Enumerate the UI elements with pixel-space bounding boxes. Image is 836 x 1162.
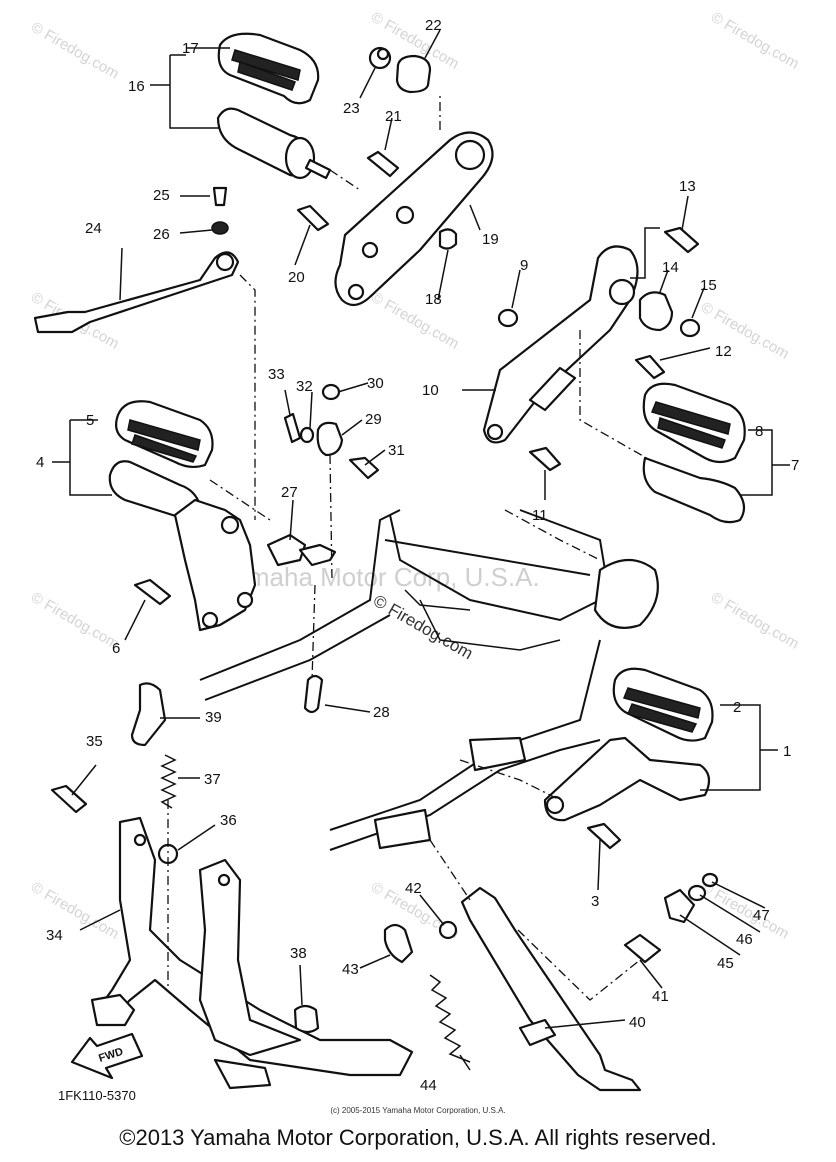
callout-34: 34 <box>46 927 63 944</box>
callout-6: 6 <box>112 640 120 657</box>
watermark: © Firedog.com <box>28 19 122 83</box>
callout-10: 10 <box>422 382 439 399</box>
callout-23: 23 <box>343 100 360 117</box>
rear-bracket-right <box>334 131 494 307</box>
rear-left-footrest <box>216 32 332 180</box>
right-bushings <box>497 291 701 338</box>
part-code: 1FK110-5370 <box>58 1088 136 1103</box>
callout-37: 37 <box>204 771 221 788</box>
callout-42: 42 <box>405 880 422 897</box>
callout-43: 43 <box>342 961 359 978</box>
leader-lines <box>52 29 790 1071</box>
bolts-top <box>211 150 700 472</box>
callout-41: 41 <box>652 988 669 1005</box>
watermark-center: Yamaha Motor Corp, U.S.A. <box>218 562 540 592</box>
callout-46: 46 <box>736 931 753 948</box>
callout-26: 26 <box>153 226 170 243</box>
callout-5: 5 <box>86 412 94 429</box>
callout-24: 24 <box>85 220 102 237</box>
fwd-arrow: FWD <box>70 1032 144 1080</box>
callout-35: 35 <box>86 733 103 750</box>
callout-33: 33 <box>268 366 285 383</box>
watermark: © Firedog.com <box>698 299 792 363</box>
callout-labels: 1 2 3 4 5 6 7 8 9 10 11 12 13 14 15 16 1… <box>36 17 799 1094</box>
bushings-top <box>368 46 432 94</box>
left-front-footrest <box>108 400 214 520</box>
frame <box>199 509 659 851</box>
center-stand <box>90 816 414 1090</box>
watermark: © Firedog.com <box>28 879 122 943</box>
left-front-bracket <box>133 498 257 632</box>
callout-4: 4 <box>36 454 44 471</box>
right-footrest <box>642 382 746 524</box>
callout-19: 19 <box>482 231 499 248</box>
callout-40: 40 <box>629 1014 646 1031</box>
watermark: © Firedog.com <box>28 589 122 653</box>
stand-small-parts <box>50 682 320 1034</box>
callout-38: 38 <box>290 945 307 962</box>
callout-17: 17 <box>182 40 199 57</box>
callout-13: 13 <box>679 178 696 195</box>
callout-14: 14 <box>662 259 679 276</box>
callout-29: 29 <box>365 411 382 428</box>
assembly-lines <box>167 95 651 1001</box>
callout-9: 9 <box>520 257 528 274</box>
callout-44: 44 <box>420 1077 437 1094</box>
watermark: © Firedog.com <box>368 289 462 353</box>
copyright-footer: ©2013 Yamaha Motor Corporation, U.S.A. A… <box>119 1125 717 1150</box>
side-stand <box>383 872 719 1092</box>
callout-16: 16 <box>128 78 145 95</box>
callout-32: 32 <box>296 378 313 395</box>
callout-11: 11 <box>532 507 548 524</box>
callout-31: 31 <box>388 442 405 459</box>
watermark: © Firedog.com <box>708 589 802 653</box>
callout-25: 25 <box>153 187 170 204</box>
callout-47: 47 <box>753 907 770 924</box>
callout-2: 2 <box>733 699 741 716</box>
callout-30: 30 <box>367 375 384 392</box>
callout-27: 27 <box>281 484 298 501</box>
callout-15: 15 <box>700 277 717 294</box>
small-copyright: (c) 2005-2015 Yamaha Motor Corporation, … <box>330 1106 506 1115</box>
callout-18: 18 <box>425 291 442 308</box>
callout-3: 3 <box>591 893 599 910</box>
callout-12: 12 <box>715 343 732 360</box>
callout-28: 28 <box>373 704 390 721</box>
callout-39: 39 <box>205 709 222 726</box>
callout-7: 7 <box>791 457 799 474</box>
callout-8: 8 <box>755 423 763 440</box>
watermark-dark: © Firedog.com <box>370 591 476 663</box>
callout-22: 22 <box>425 17 442 34</box>
callout-45: 45 <box>717 955 734 972</box>
front-right-bracket <box>482 245 639 444</box>
callout-21: 21 <box>385 108 402 125</box>
shift-linkage <box>266 383 380 714</box>
callout-20: 20 <box>288 269 305 286</box>
brake-pedal <box>33 251 240 334</box>
watermark: © Firedog.com <box>708 9 802 73</box>
callout-36: 36 <box>220 812 237 829</box>
front-right-footrest-lower <box>543 667 714 850</box>
callout-1: 1 <box>783 743 791 760</box>
